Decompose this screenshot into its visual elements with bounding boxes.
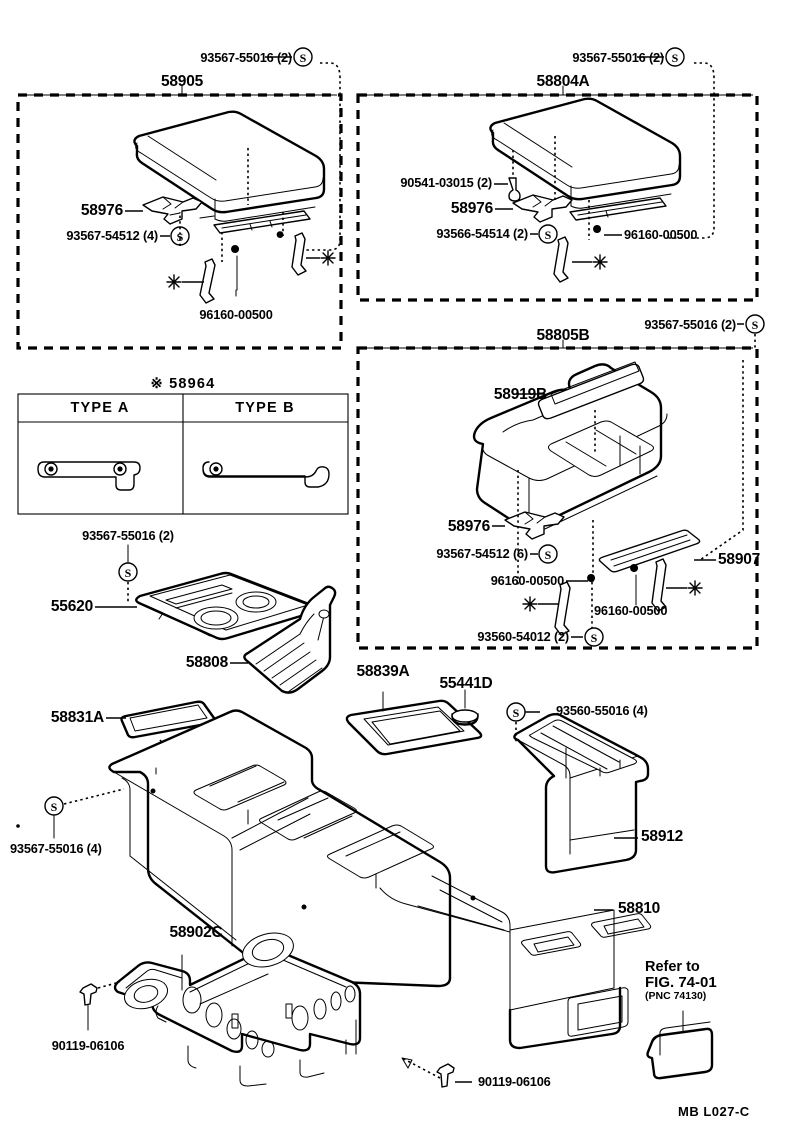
callout-96160-00500-lower-right: 96160-00500 (594, 603, 668, 618)
svg-text:S: S (125, 566, 132, 580)
screw-symbol (538, 224, 558, 244)
svg-text:S: S (177, 230, 184, 244)
trim-58919B-illustration (537, 361, 645, 420)
asterisk-marker-lower-a (522, 596, 558, 612)
screw-symbol (584, 627, 604, 647)
callout-58902C: 58902C (169, 924, 223, 941)
tray-58912-illustration (513, 713, 650, 874)
asterisk-marker-lower-b (666, 580, 703, 596)
callout-58912: 58912 (641, 828, 684, 845)
callout-96160-00500-lower-left: 96160-00500 (490, 573, 564, 588)
callout-93566-54514: 93566-54514 (2) (436, 226, 528, 241)
pin-96160-right-top (553, 236, 569, 283)
callout-58804A: 58804A (536, 73, 590, 90)
callout-58919B: 58919B (493, 386, 547, 403)
callout-55441D: 55441D (439, 675, 493, 692)
type-table (17, 393, 349, 515)
trim-58907-illustration (598, 529, 701, 573)
sheet-footer-code: MB L027-C (678, 1104, 750, 1119)
shift-boot-58808-illustration (243, 585, 337, 694)
grommet-55441D-illustration (451, 709, 479, 726)
callout-58976-left: 58976 (80, 202, 123, 219)
svg-text:S: S (545, 228, 552, 242)
callout-93567-55016-mid-right: 93567-55016 (2) (644, 317, 736, 332)
callout-58831A: 58831A (50, 709, 104, 726)
frame-58839A-illustration (345, 699, 483, 756)
callout-93567-55016-console: 93567-55016 (4) (10, 841, 102, 856)
callout-93560-54012: 93560-54012 (2) (477, 629, 569, 644)
refer-line-1: Refer to (645, 959, 700, 975)
callout-58808: 58808 (185, 654, 228, 671)
callout-58976-lower: 58976 (447, 518, 490, 535)
screw-symbol (745, 314, 765, 334)
svg-text:S: S (672, 51, 679, 65)
svg-text:S: S (545, 548, 552, 562)
asterisk-marker-left-a (166, 274, 204, 290)
type-a-header: TYPE A (70, 400, 130, 416)
svg-text:S: S (51, 800, 58, 814)
clip-58976-lower (504, 511, 565, 540)
screw-symbol (506, 702, 526, 722)
type-b-part-illustration (202, 461, 330, 488)
screw-symbol (538, 544, 558, 564)
type-b-header: TYPE B (235, 400, 295, 416)
asterisk-marker-left-b (306, 250, 336, 266)
screw-symbol (44, 796, 64, 816)
bolt-90119-bottom (436, 1063, 455, 1088)
type-a-part-illustration (37, 461, 141, 491)
callout-96160-00500-right-top: 96160-00500 (624, 227, 698, 242)
clip-58976-left (142, 196, 203, 225)
svg-text:S: S (752, 318, 759, 332)
pin-96160-lower-a (554, 581, 571, 636)
armrest-58905-illustration (133, 110, 326, 234)
bolt-90541-03015 (508, 177, 521, 202)
callout-90119-06106-left: 90119-06106 (51, 1038, 125, 1053)
bracket-58902C-illustration (113, 932, 362, 1087)
pin-96160-lower-b (651, 558, 667, 612)
refer-part-illustration (646, 1021, 714, 1080)
bolt-90119-left (79, 983, 98, 1006)
callout-58907: 58907 (718, 551, 761, 568)
stud-96160-left (231, 245, 240, 291)
callout-93567-54512-4: 93567-54512 (4) (66, 228, 158, 243)
pin-96160-left-a (199, 258, 216, 304)
callout-93567-55016-55620: 93567-55016 (2) (82, 528, 174, 543)
callout-90119-06106-bottom: 90119-06106 (478, 1074, 551, 1089)
svg-text:S: S (300, 51, 307, 65)
armrest-58804A-illustration (489, 97, 682, 221)
callout-90541-03015: 90541-03015 (2) (400, 175, 492, 190)
asterisk-marker-right-top (572, 254, 608, 270)
callout-93567-55016-top-right: 93567-55016 (2) (572, 50, 664, 65)
stud-dot-left-b (276, 231, 284, 238)
svg-text:S: S (513, 706, 520, 720)
pin-96160-left-b (291, 232, 307, 276)
screw-symbol (665, 47, 685, 67)
callout-96160-00500-left: 96160-00500 (199, 307, 273, 322)
plate-55620-illustration (135, 571, 319, 641)
refer-line-3: (PNC 74130) (645, 989, 707, 1002)
screw-symbol (293, 47, 313, 67)
clip-58976-right-top (512, 194, 573, 223)
callout-93567-55016-top-left: 93567-55016 (2) (200, 50, 292, 65)
refer-line-2: FIG. 74-01 (645, 974, 717, 992)
callout-55620: 55620 (50, 598, 93, 615)
callout-58839A: 58839A (356, 663, 410, 680)
stud-96160-lower (630, 564, 639, 606)
callout-58976-right-top: 58976 (450, 200, 493, 217)
console-body-58810-illustration (108, 709, 652, 1050)
stud-dot-lower (587, 574, 596, 582)
callout-58805B: 58805B (536, 327, 590, 344)
type-table-header: ※ 58964 (150, 376, 216, 392)
callout-93560-55016: 93560-55016 (4) (556, 703, 648, 718)
callout-58810: 58810 (618, 900, 661, 917)
callout-93567-54512-6: 93567-54512 (6) (436, 546, 528, 561)
refer-to-note: Refer to FIG. 74-01 (PNC 74130) (645, 959, 717, 1002)
svg-text:S: S (591, 631, 598, 645)
callout-58905: 58905 (160, 73, 204, 90)
stud-dot-right-top (593, 225, 602, 233)
